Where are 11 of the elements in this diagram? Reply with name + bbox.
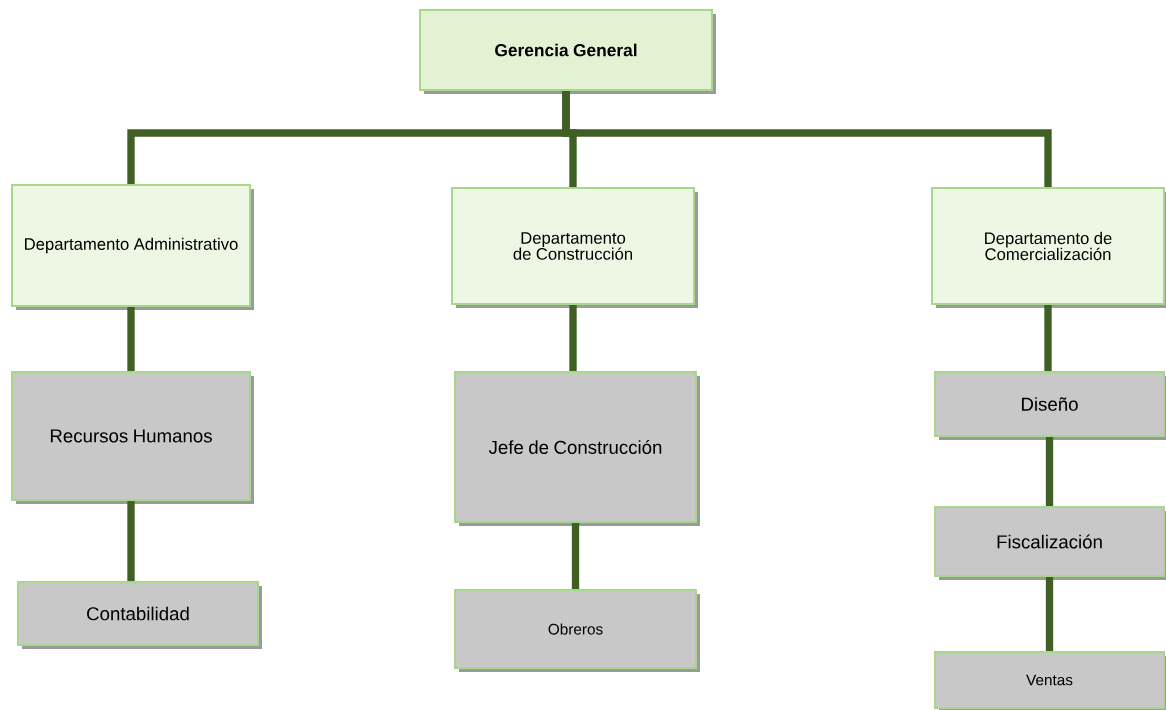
department-box: Departamento de Construcción	[451, 187, 698, 308]
unit-box: Recursos Humanos	[11, 371, 254, 504]
title-box: Gerencia General	[419, 9, 716, 94]
department-box: Departamento Administrativo	[11, 184, 254, 310]
unit-box: Contabilidad	[17, 581, 262, 649]
unit-box: Jefe de Construcción	[454, 371, 700, 526]
unit-box: Obreros	[454, 589, 700, 672]
unit-box: Fiscalización	[934, 506, 1166, 580]
unit-box: Ventas	[934, 651, 1166, 710]
department-box: Departamento de Comercialización	[931, 187, 1166, 308]
unit-box: Diseño	[934, 371, 1166, 440]
